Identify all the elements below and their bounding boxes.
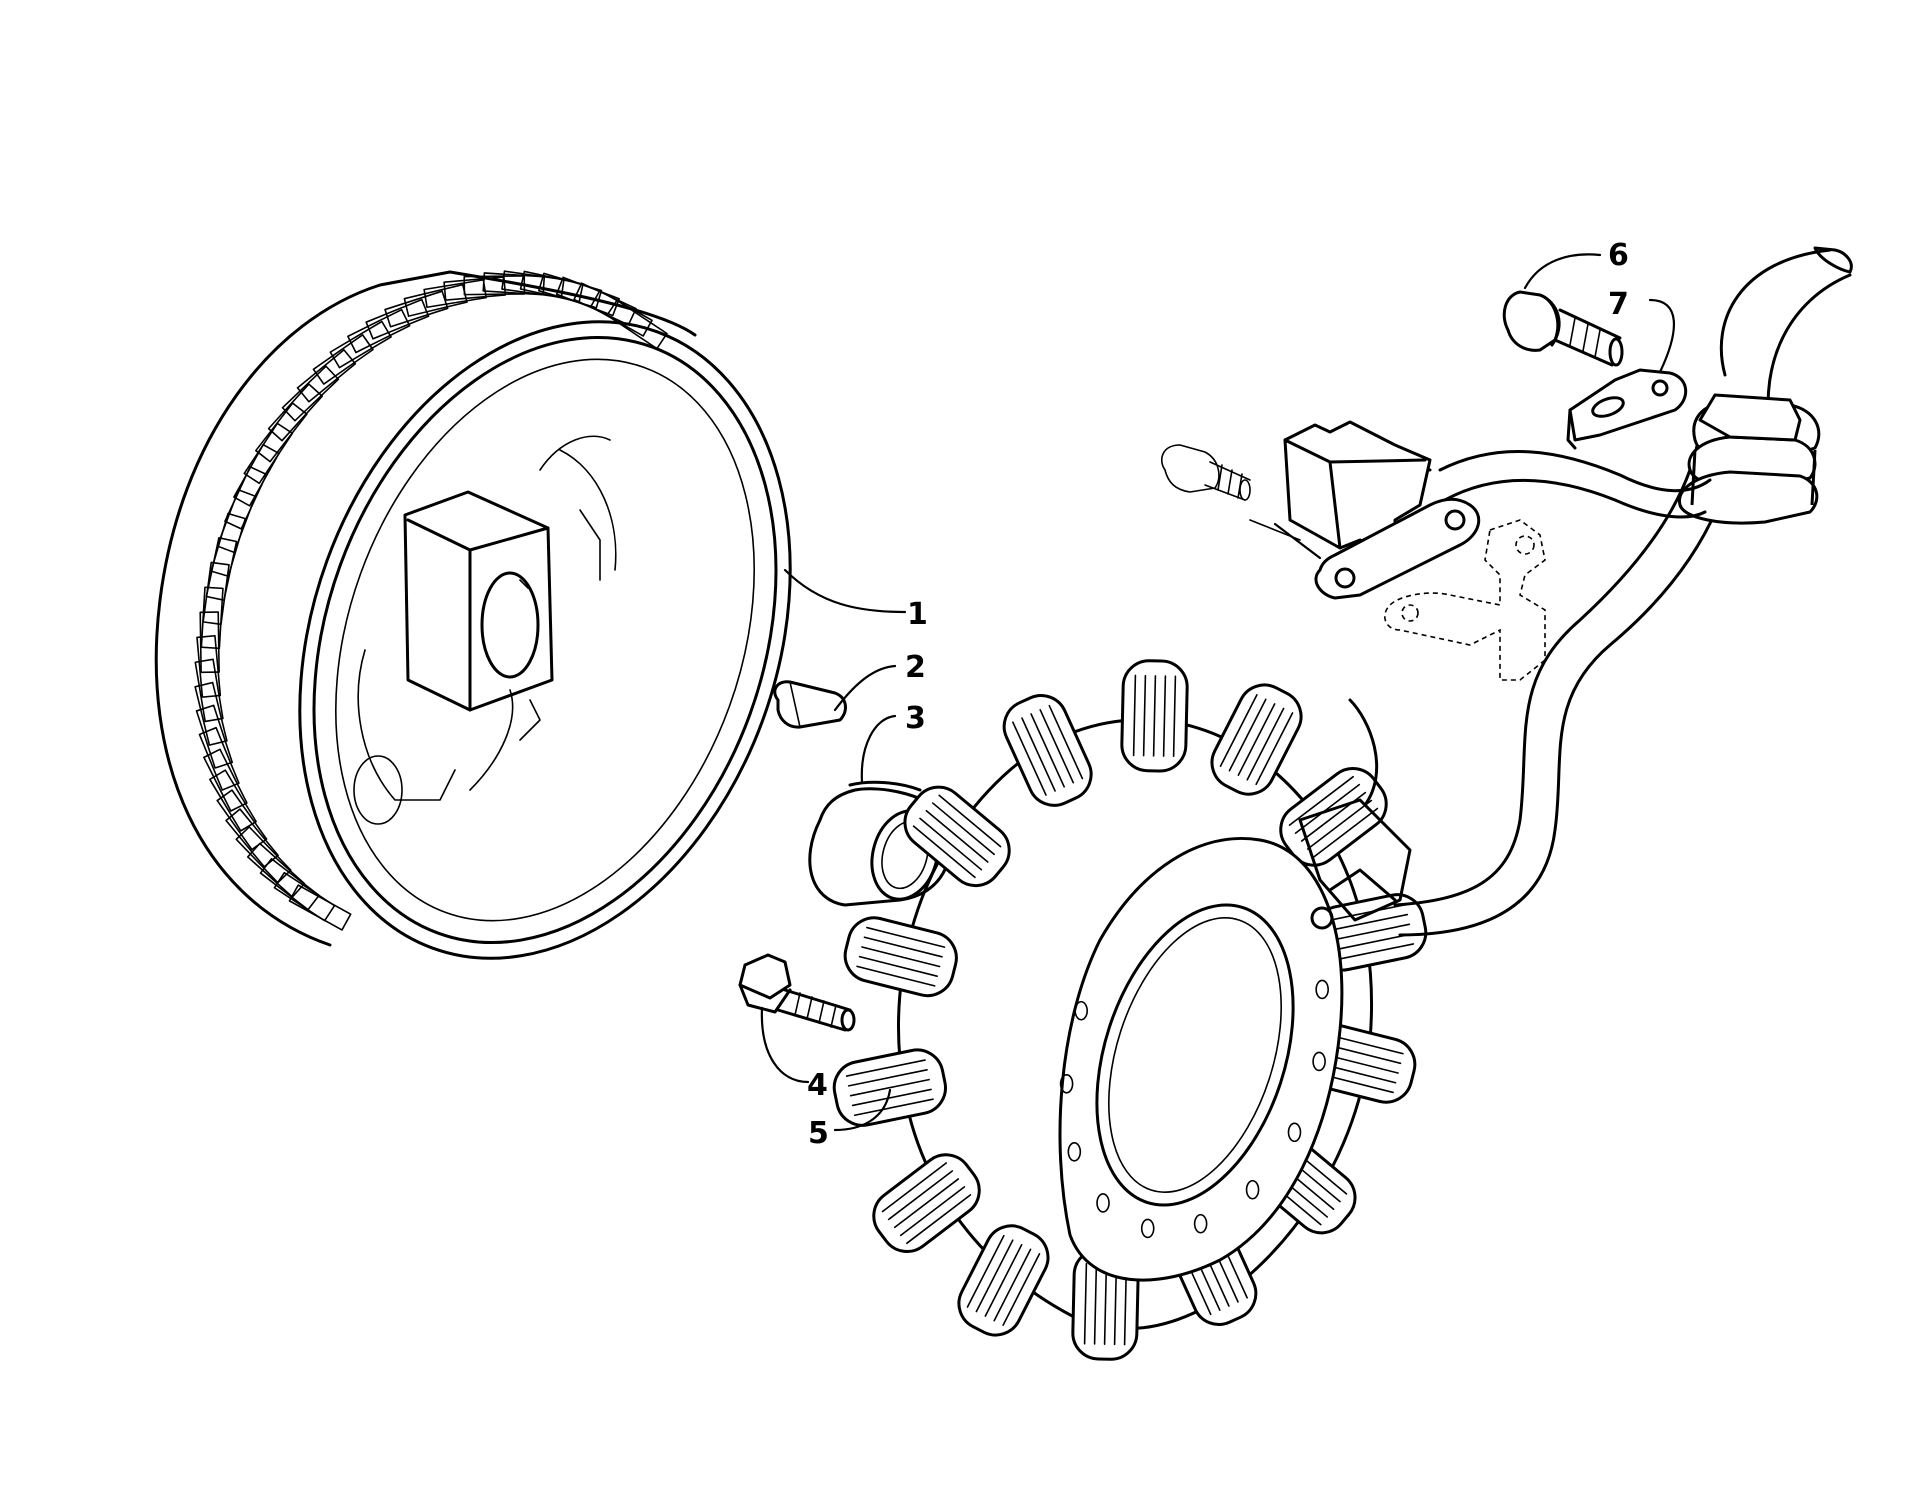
flange-bolt-part [738, 953, 856, 1032]
screw-part [1502, 290, 1624, 367]
pickup-sensor-part [1161, 420, 1546, 681]
stator-part [832, 659, 1428, 1361]
stator-coil-poles [832, 659, 1428, 1361]
stator-mounting-holes [1059, 979, 1329, 1239]
flywheel-ring-gear [194, 270, 668, 931]
wiring-harness [1348, 246, 1853, 937]
callout-6: 6 [1608, 238, 1629, 273]
woodruff-key-part [773, 680, 847, 729]
flywheel-part [154, 270, 792, 960]
callout-7: 7 [1608, 287, 1629, 322]
callout-leader-lines [760, 253, 1676, 1132]
callout-2: 2 [905, 650, 926, 685]
callout-5: 5 [808, 1116, 829, 1151]
callout-4: 4 [807, 1068, 828, 1103]
retainer-plate-part [1566, 368, 1688, 450]
callout-3: 3 [905, 701, 926, 736]
callout-1: 1 [907, 597, 928, 632]
callout-labels: 1 2 3 4 5 6 7 [807, 238, 1629, 1151]
